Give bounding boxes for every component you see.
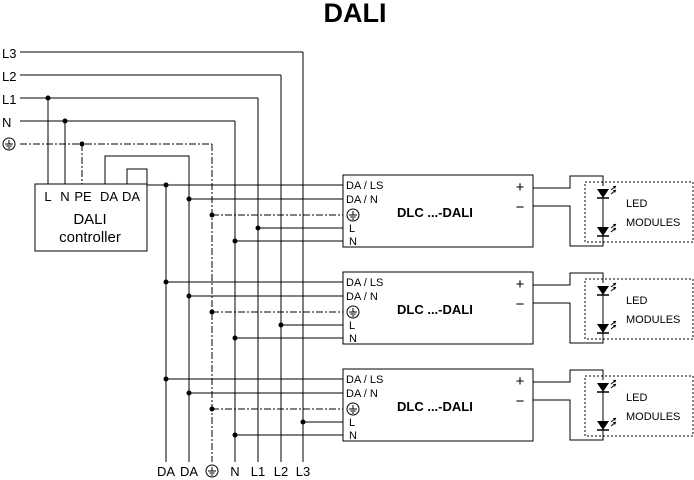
driver-input-da-ls: DA / LS [346,374,383,386]
led-wire-minus [533,302,604,344]
driver-input-da-ls: DA / LS [346,277,383,289]
bottom-label-n: N [230,464,239,479]
bus-label-l2: L2 [2,69,16,84]
driver-model: DLC ...-DALI [397,205,473,220]
junction-dot [79,141,85,147]
driver-output-minus: − [516,296,525,313]
bus-label-n: N [2,115,11,130]
junction-dot [163,376,169,382]
junction-dot [255,225,261,231]
driver-input-n: N [349,430,357,442]
dlc-driver-box [342,174,534,248]
diagram-title: DALI [324,0,387,28]
bottom-label-l2: L2 [274,464,288,479]
driver-output-plus: + [516,179,525,196]
driver-output-plus: + [516,276,525,293]
led-modules-label-sub: MODULES [626,314,680,326]
led-icon [596,223,617,237]
led-icon [596,282,617,296]
controller-terminal-da: DA [100,189,118,204]
junction-dot [209,309,215,315]
driver-unit-3: DA / LS DA / N L N DLC ...-DALI + − LED … [163,368,694,442]
led-modules-label: LED [626,198,647,210]
ctrl-da-wire-1 [104,155,190,199]
junction-dot [186,390,192,396]
driver-input-n: N [349,236,357,248]
led-modules-label-sub: MODULES [626,411,680,423]
controller-name: DALI [73,211,106,228]
junction-dot [232,335,238,341]
bottom-label-l1: L1 [251,464,265,479]
driver-output-plus: + [516,373,525,390]
driver-input-da-n: DA / N [346,388,378,400]
led-icon [596,320,617,334]
led-icon [596,417,617,431]
bottom-label-l3: L3 [296,464,310,479]
junction-dot [163,279,169,285]
dali-controller-box [34,183,148,252]
dlc-driver-box [342,368,534,442]
led-modules-box [584,278,694,340]
led-wire-plus [533,369,604,383]
led-modules-label: LED [626,392,647,404]
junction-dot [163,182,169,188]
earth-icon [346,305,360,319]
ctrl-da-wire-2 [126,168,166,186]
led-modules-label: LED [626,295,647,307]
controller-terminal-pe: PE [74,189,92,204]
led-wire-plus [533,175,604,189]
junction-dot [278,322,284,328]
led-wire-minus [533,399,604,441]
driver-input-n: N [349,333,357,345]
earth-icon [205,464,219,478]
earth-icon [346,402,360,416]
driver-input-l: L [349,320,355,332]
driver-unit-2: DA / LS DA / N L N DLC ...-DALI + − LED … [163,271,694,345]
driver-model: DLC ...-DALI [397,399,473,414]
controller-terminal-n: N [60,189,69,204]
junction-dot [300,419,306,425]
dlc-driver-box [342,271,534,345]
junction-dot [209,406,215,412]
led-modules-box [584,375,694,437]
controller-name-sub: controller [59,229,121,246]
led-wire-minus [533,205,604,247]
junction-dot [186,293,192,299]
led-modules-box [584,181,694,243]
led-modules-label-sub: MODULES [626,217,680,229]
junction-dot [232,238,238,244]
led-icon [596,185,617,199]
bottom-label-da: DA [180,464,198,479]
driver-output-minus: − [516,199,525,216]
bus-label-l3: L3 [2,46,16,61]
driver-input-l: L [349,417,355,429]
driver-input-da-ls: DA / LS [346,180,383,192]
driver-input-da-n: DA / N [346,291,378,303]
controller-terminal-da: DA [122,189,140,204]
led-wire-plus [533,272,604,286]
controller-terminal-l: L [44,189,51,204]
driver-input-l: L [349,223,355,235]
earth-icon [2,137,16,151]
driver-unit-1: DA / LS DA / N L N DLC ...-DALI + − LED … [163,174,694,248]
led-icon [596,379,617,393]
earth-icon [346,208,360,222]
junction-dot [62,118,68,124]
bus-label-l1: L1 [2,92,16,107]
junction-dot [209,212,215,218]
junction-dot [186,196,192,202]
driver-model: DLC ...-DALI [397,302,473,317]
bottom-label-da: DA [157,464,175,479]
driver-input-da-n: DA / N [346,194,378,206]
junction-dot [232,432,238,438]
driver-output-minus: − [516,393,525,410]
junction-dot [45,95,51,101]
